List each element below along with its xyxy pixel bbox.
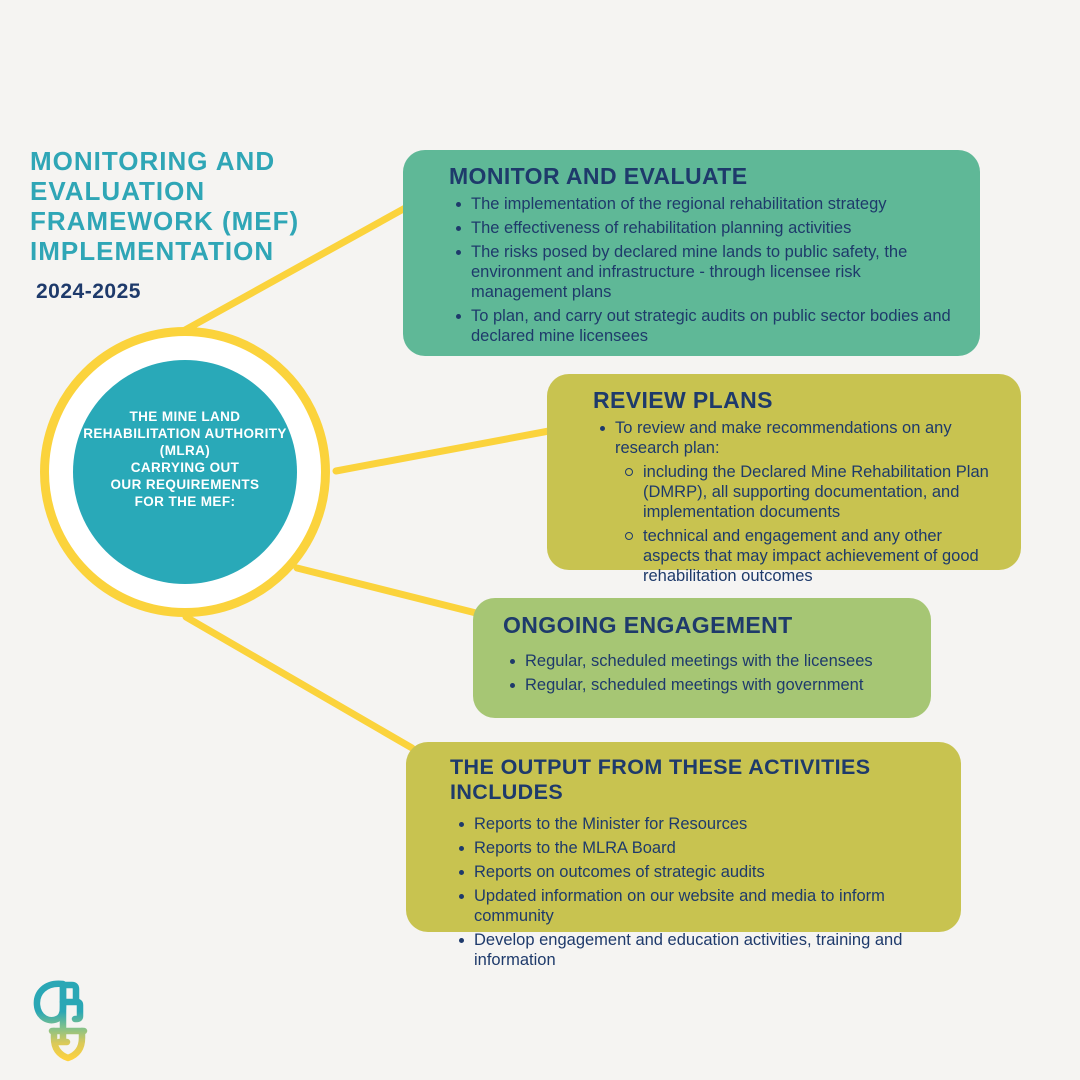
connector-line-review — [332, 427, 553, 475]
hub-text-line: REHABILITATION AUTHORITY — [83, 426, 287, 441]
connector-line-engagement — [293, 564, 480, 617]
bullet-item: To plan, and carry out strategic audits … — [456, 306, 958, 346]
bullet-item: The risks posed by declared mine lands t… — [456, 242, 958, 302]
page-title-line: IMPLEMENTATION — [30, 236, 275, 266]
mlra-sprout-shovel-logo-icon — [33, 980, 88, 1062]
box-title: ONGOING ENGAGEMENT — [503, 612, 793, 638]
logo-leaf — [33, 980, 67, 1024]
sub-bullet-item: including the Declared Mine Rehabilitati… — [625, 462, 999, 522]
connector-line-monitor — [181, 203, 411, 334]
bullet-list: Regular, scheduled meetings with the lic… — [497, 651, 909, 695]
bullet-item: The effectiveness of rehabilitation plan… — [456, 218, 958, 238]
hub-circle: THE MINE LAND REHABILITATION AUTHORITY (… — [73, 360, 297, 584]
hub-text-line: THE MINE LAND — [129, 409, 241, 424]
bullet-item: Updated information on our website and m… — [459, 886, 939, 926]
hub-text-line: CARRYING OUT — [130, 460, 240, 475]
bullet-item: Regular, scheduled meetings with the lic… — [510, 651, 909, 671]
page-title-line: FRAMEWORK (MEF) — [30, 206, 300, 236]
connector-line-output — [182, 613, 416, 752]
logo-stem-top — [59, 981, 80, 1005]
box-title: THE OUTPUT FROM THESE ACTIVITIES INCLUDE… — [450, 755, 871, 804]
bullet-item: Develop engagement and education activit… — [459, 930, 939, 970]
bullet-list: The implementation of the regional rehab… — [427, 194, 958, 346]
logo-stem-foot — [55, 1027, 71, 1046]
box-monitor-and-evaluate: MONITOR AND EVALUATE The implementation … — [403, 150, 980, 356]
bullet-item: Reports to the Minister for Resources — [459, 814, 939, 834]
bullet-item: The implementation of the regional rehab… — [456, 194, 958, 214]
box-ongoing-engagement: ONGOING ENGAGEMENT Regular, scheduled me… — [473, 598, 931, 718]
page-title-line: MONITORING AND — [30, 146, 276, 176]
hub-text-line: (MLRA) — [159, 443, 211, 458]
bullet-item: Reports on outcomes of strategic audits — [459, 862, 939, 882]
logo-shovel-blade — [50, 1027, 86, 1062]
box-title: REVIEW PLANS — [593, 387, 773, 413]
bullet-item: Regular, scheduled meetings with governm… — [510, 675, 909, 695]
page-title-line: EVALUATION — [30, 176, 206, 206]
sub-bullet-item: technical and engagement and any other a… — [625, 526, 999, 586]
box-title: MONITOR AND EVALUATE — [449, 163, 748, 189]
box-review-plans: REVIEW PLANS To review and make recommen… — [547, 374, 1021, 585]
page-title: MONITORING AND EVALUATION FRAMEWORK (MEF… — [30, 146, 390, 304]
bullet-item: Reports to the MLRA Board — [459, 838, 939, 858]
hub-text-line: FOR THE MEF: — [134, 494, 236, 509]
bullet-text: To review and make recommendations on an… — [615, 419, 952, 457]
bullet-list: To review and make recommendations on an… — [571, 418, 999, 586]
bullet-list: Reports to the Minister for Resources Re… — [430, 814, 939, 970]
date-range: 2024-2025 — [36, 280, 141, 303]
sub-bullet-list: including the Declared Mine Rehabilitati… — [615, 462, 999, 586]
box-activity-outputs: THE OUTPUT FROM THESE ACTIVITIES INCLUDE… — [406, 742, 961, 969]
bullet-item: To review and make recommendations on an… — [600, 418, 999, 586]
logo-right-hook — [59, 998, 84, 1023]
hub-text-line: OUR REQUIREMENTS — [110, 477, 260, 492]
hub-text: THE MINE LAND REHABILITATION AUTHORITY (… — [82, 408, 288, 536]
